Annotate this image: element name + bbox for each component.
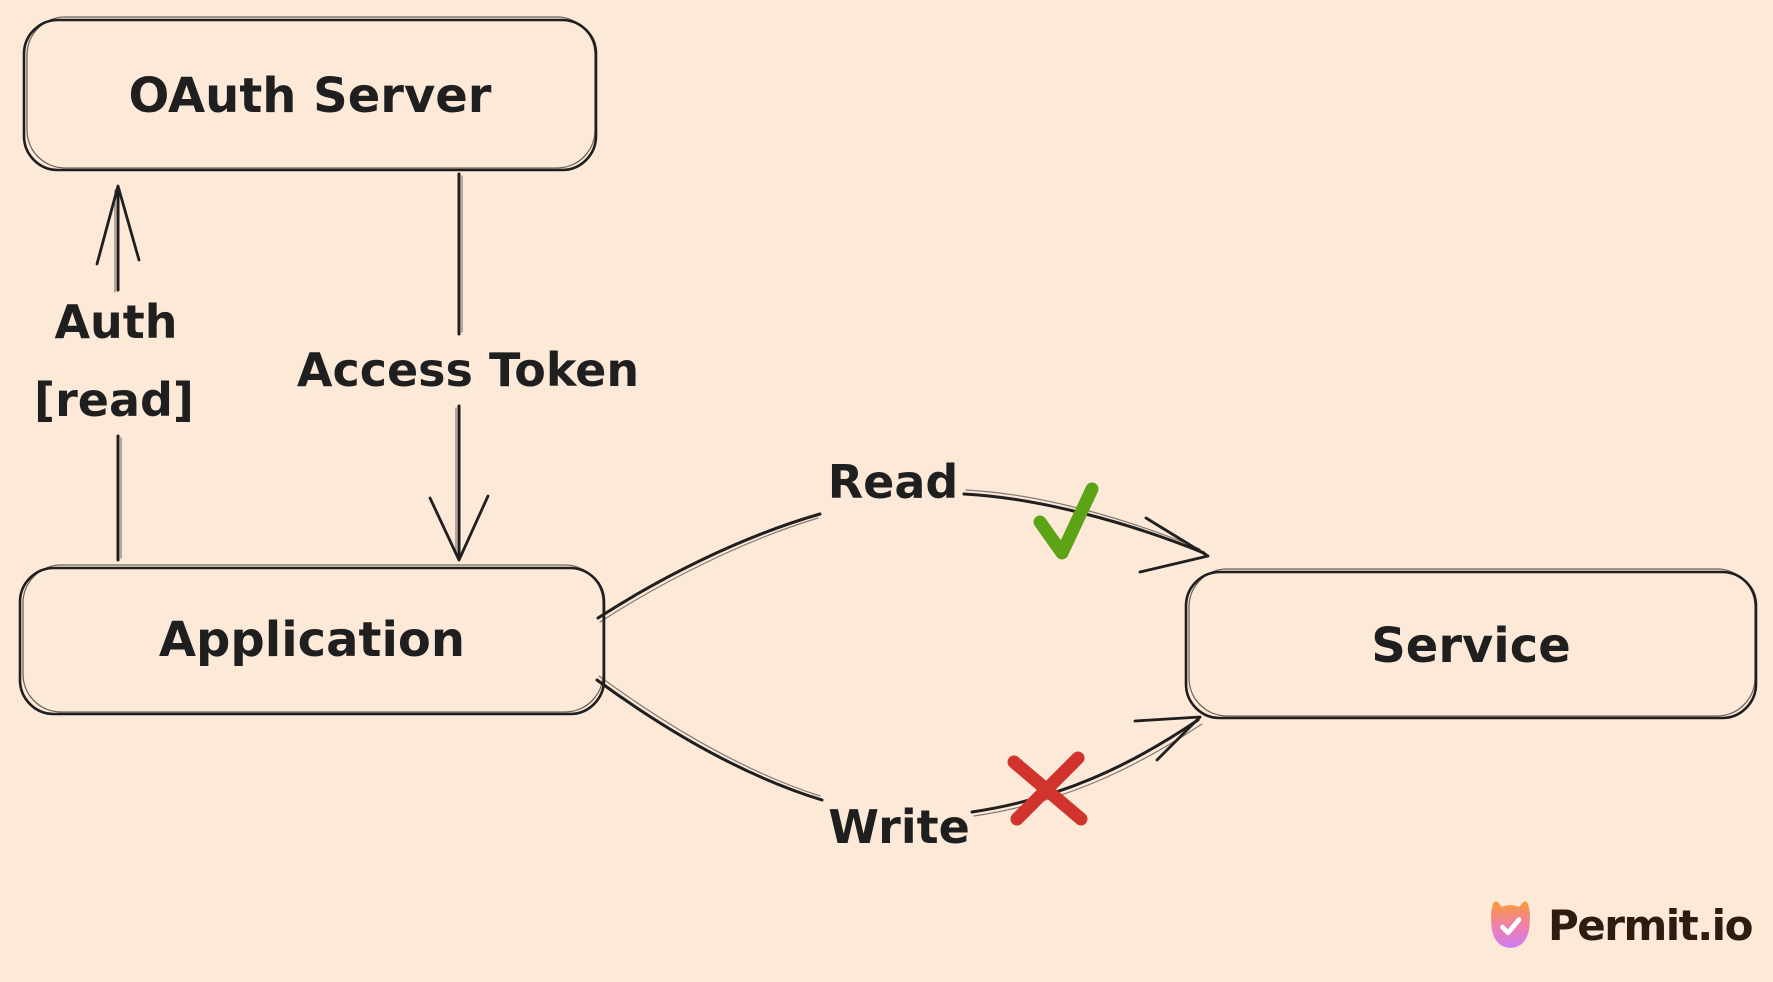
write-arrowhead-right-icon bbox=[1133, 715, 1202, 762]
permit-logo: Permit.io bbox=[1491, 901, 1754, 950]
service-label: Service bbox=[1371, 618, 1571, 674]
application-box bbox=[18, 566, 606, 716]
write-line-left bbox=[595, 678, 824, 802]
write-line-left-sketch bbox=[598, 675, 821, 797]
edge-auth: Auth [read] bbox=[34, 184, 194, 562]
read-label: Read bbox=[828, 455, 959, 509]
node-application: Application bbox=[18, 564, 606, 716]
edge-write: Write bbox=[595, 675, 1203, 854]
node-service: Service bbox=[1184, 568, 1758, 720]
permit-logo-text: Permit.io bbox=[1548, 901, 1753, 950]
access-token-arrowhead-down-icon bbox=[428, 494, 490, 562]
service-box bbox=[1184, 570, 1758, 720]
checkmark-icon bbox=[1033, 482, 1099, 560]
logo-checkmark-icon bbox=[1500, 917, 1522, 936]
application-box-sketch bbox=[22, 564, 604, 713]
oauth-server-label: OAuth Server bbox=[129, 68, 492, 124]
auth-arrowhead-up-icon bbox=[95, 184, 141, 266]
oauth-server-box bbox=[22, 18, 598, 172]
read-arrowhead-right-icon bbox=[1138, 516, 1210, 574]
write-line-right bbox=[970, 718, 1200, 814]
read-line-left bbox=[596, 512, 822, 620]
auth-label-line2: [read] bbox=[34, 373, 194, 427]
auth-label-line1: Auth bbox=[54, 295, 177, 349]
edge-access-token: Access Token bbox=[297, 172, 639, 562]
write-label: Write bbox=[828, 800, 970, 854]
read-line-left-sketch bbox=[599, 517, 819, 623]
cat-logo-icon bbox=[1491, 901, 1530, 948]
application-label: Application bbox=[159, 612, 465, 668]
oauth-server-box-sketch bbox=[26, 16, 596, 169]
node-oauth-server: OAuth Server bbox=[22, 16, 598, 172]
cross-icon bbox=[1007, 751, 1088, 826]
access-token-label: Access Token bbox=[297, 343, 639, 397]
edge-read: Read bbox=[596, 455, 1210, 623]
service-box-sketch bbox=[1188, 568, 1756, 717]
cat-head-shape bbox=[1491, 901, 1530, 948]
